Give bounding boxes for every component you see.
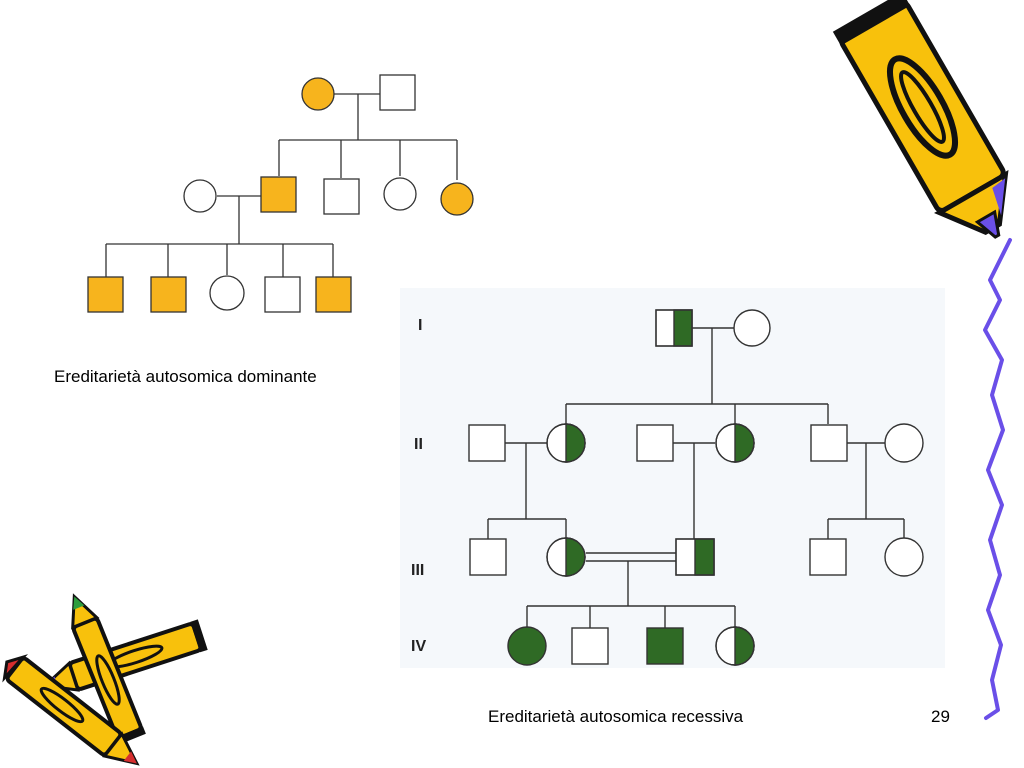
rec-iv-female-carrier xyxy=(715,626,755,666)
recessive-pedigree xyxy=(400,288,945,668)
rec-iv-male-unaffected xyxy=(571,627,609,665)
dom-iii-male-affected xyxy=(87,276,124,313)
scribble-line-icon xyxy=(983,238,1012,720)
recessive-caption: Ereditarietà autosomica recessiva xyxy=(488,707,744,726)
rec-iii-male-carrier xyxy=(675,538,715,576)
generation-label: IV xyxy=(411,638,426,655)
rec-iii-female-unaffected xyxy=(884,537,924,577)
dom-ii-female-affected xyxy=(440,182,474,216)
generation-label: II xyxy=(414,436,423,453)
pencils-icon xyxy=(2,593,208,766)
dom-ii-female-unaffected xyxy=(383,177,417,211)
rec-iv-male-affected xyxy=(646,627,684,665)
rec-i-male-carrier xyxy=(655,309,693,347)
rec-ii-female-unaffected xyxy=(884,423,924,463)
rec-ii-male-unaffected xyxy=(636,424,674,462)
rec-iv-female-affected xyxy=(507,626,547,666)
rec-ii-female-carrier xyxy=(546,423,586,463)
slide-number: 29 xyxy=(931,707,950,726)
dom-iii-male-affected xyxy=(150,276,187,313)
dom-ii-male-unaffected xyxy=(323,178,360,215)
generation-label: I xyxy=(418,317,422,334)
rec-iii-male-unaffected xyxy=(469,538,507,576)
rec-ii-male-unaffected xyxy=(810,424,848,462)
rec-i-female-unaffected xyxy=(733,309,771,347)
dom-ii-female-spouse xyxy=(183,179,217,213)
rec-ii-female-carrier xyxy=(715,423,755,463)
dom-i-male-unaffected xyxy=(379,74,416,111)
dom-iii-male-affected xyxy=(315,276,352,313)
pencil-icon xyxy=(832,0,1009,239)
dom-ii-male-affected xyxy=(260,176,297,213)
generation-label: III xyxy=(411,562,424,579)
dominant-caption: Ereditarietà autosomica dominante xyxy=(54,367,317,386)
rec-iii-male-unaffected xyxy=(809,538,847,576)
dom-iii-male-unaffected xyxy=(264,276,301,313)
dominant-pedigree xyxy=(87,74,474,313)
rec-iii-female-carrier xyxy=(546,537,586,577)
rec-ii-male-unaffected xyxy=(468,424,506,462)
dom-iii-female-unaffected xyxy=(209,275,245,311)
dom-i-female-affected xyxy=(301,77,335,111)
